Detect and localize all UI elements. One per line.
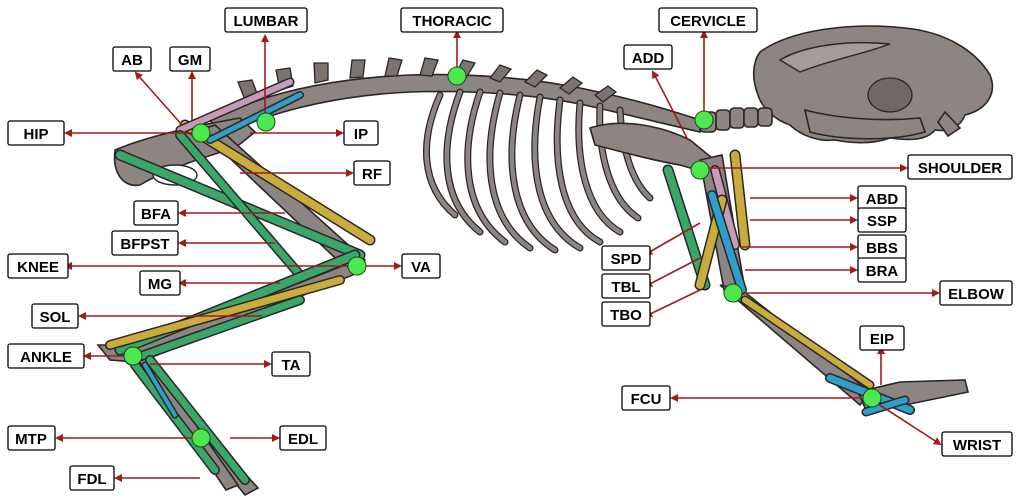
svg-text:SPD: SPD xyxy=(611,251,642,268)
gm-label: GM xyxy=(170,47,210,71)
svg-text:MG: MG xyxy=(148,276,172,293)
svg-text:ANKLE: ANKLE xyxy=(20,349,72,366)
bfpst-label: BFPST xyxy=(112,231,178,255)
svg-text:EDL: EDL xyxy=(288,431,318,448)
svg-text:BRA: BRA xyxy=(866,263,899,280)
shoulder-label: SHOULDER xyxy=(908,155,1012,179)
svg-text:WRIST: WRIST xyxy=(953,437,1001,454)
ankle-label: ANKLE xyxy=(8,344,84,368)
ta-label: TA xyxy=(272,352,310,376)
svg-text:CERVICLE: CERVICLE xyxy=(670,13,746,30)
svg-text:ADD: ADD xyxy=(632,50,665,67)
svg-text:MTP: MTP xyxy=(15,431,47,448)
shoulder-joint xyxy=(691,161,709,179)
tbl-label: TBL xyxy=(602,274,650,298)
elbow-label: ELBOW xyxy=(940,281,1012,305)
sol-label: SOL xyxy=(32,304,78,328)
thoracic-label: THORACIC xyxy=(401,8,503,32)
cervicle-joint xyxy=(695,111,713,129)
abd-label: ABD xyxy=(858,186,906,210)
rib-cage xyxy=(426,92,650,250)
svg-text:FDL: FDL xyxy=(77,471,106,488)
ip-label: IP xyxy=(344,121,378,145)
cervicle-label: CERVICLE xyxy=(659,8,757,32)
svg-text:TBO: TBO xyxy=(610,307,642,324)
mg-label: MG xyxy=(140,271,180,295)
svg-text:BFA: BFA xyxy=(141,206,171,223)
svg-text:BBS: BBS xyxy=(866,240,898,257)
svg-text:AB: AB xyxy=(121,52,143,69)
bfa-label: BFA xyxy=(134,201,178,225)
ankle-joint xyxy=(124,347,142,365)
svg-text:SHOULDER: SHOULDER xyxy=(918,160,1002,177)
svg-text:SOL: SOL xyxy=(40,309,71,326)
tbo-label: TBO xyxy=(602,302,650,326)
va-label: VA xyxy=(402,254,440,278)
svg-text:GM: GM xyxy=(178,52,202,69)
svg-text:SSP: SSP xyxy=(867,213,897,230)
svg-text:HIP: HIP xyxy=(23,126,48,143)
elbow-joint xyxy=(724,284,742,302)
mtp-label: MTP xyxy=(8,426,55,450)
rf-label: RF xyxy=(354,161,390,185)
hip-joint xyxy=(192,124,210,142)
fcu-label: FCU xyxy=(622,386,670,410)
edl-label: EDL xyxy=(280,426,326,450)
svg-text:EIP: EIP xyxy=(870,331,894,348)
wrist-joint xyxy=(863,389,881,407)
mtp-joint xyxy=(192,429,210,447)
hip-label: HIP xyxy=(8,121,64,145)
knee-label: KNEE xyxy=(8,254,68,278)
svg-text:IP: IP xyxy=(354,126,368,143)
svg-text:FCU: FCU xyxy=(631,391,662,408)
svg-text:VA: VA xyxy=(411,259,431,276)
svg-text:KNEE: KNEE xyxy=(17,259,59,276)
svg-text:THORACIC: THORACIC xyxy=(412,13,491,30)
lumbar-joint xyxy=(257,113,275,131)
svg-text:RF: RF xyxy=(362,166,382,183)
svg-text:TBL: TBL xyxy=(611,279,640,296)
ab-label: AB xyxy=(113,47,151,71)
skull xyxy=(754,26,993,143)
eip-label: EIP xyxy=(860,326,904,350)
ssp-label: SSP xyxy=(858,208,906,232)
bra-label: BRA xyxy=(858,258,906,282)
svg-text:LUMBAR: LUMBAR xyxy=(234,13,299,30)
svg-text:ABD: ABD xyxy=(866,191,899,208)
wrist-label: WRIST xyxy=(942,432,1012,456)
fdl-label: FDL xyxy=(70,466,114,490)
spd-label: SPD xyxy=(602,246,650,270)
svg-text:BFPST: BFPST xyxy=(120,236,169,253)
svg-text:ELBOW: ELBOW xyxy=(948,286,1005,303)
add-label: ADD xyxy=(624,45,672,69)
knee-joint xyxy=(348,257,366,275)
svg-text:TA: TA xyxy=(282,357,301,374)
bbs-label: BBS xyxy=(858,235,906,259)
lumbar-label: LUMBAR xyxy=(225,8,307,32)
thoracic-joint xyxy=(448,67,466,85)
